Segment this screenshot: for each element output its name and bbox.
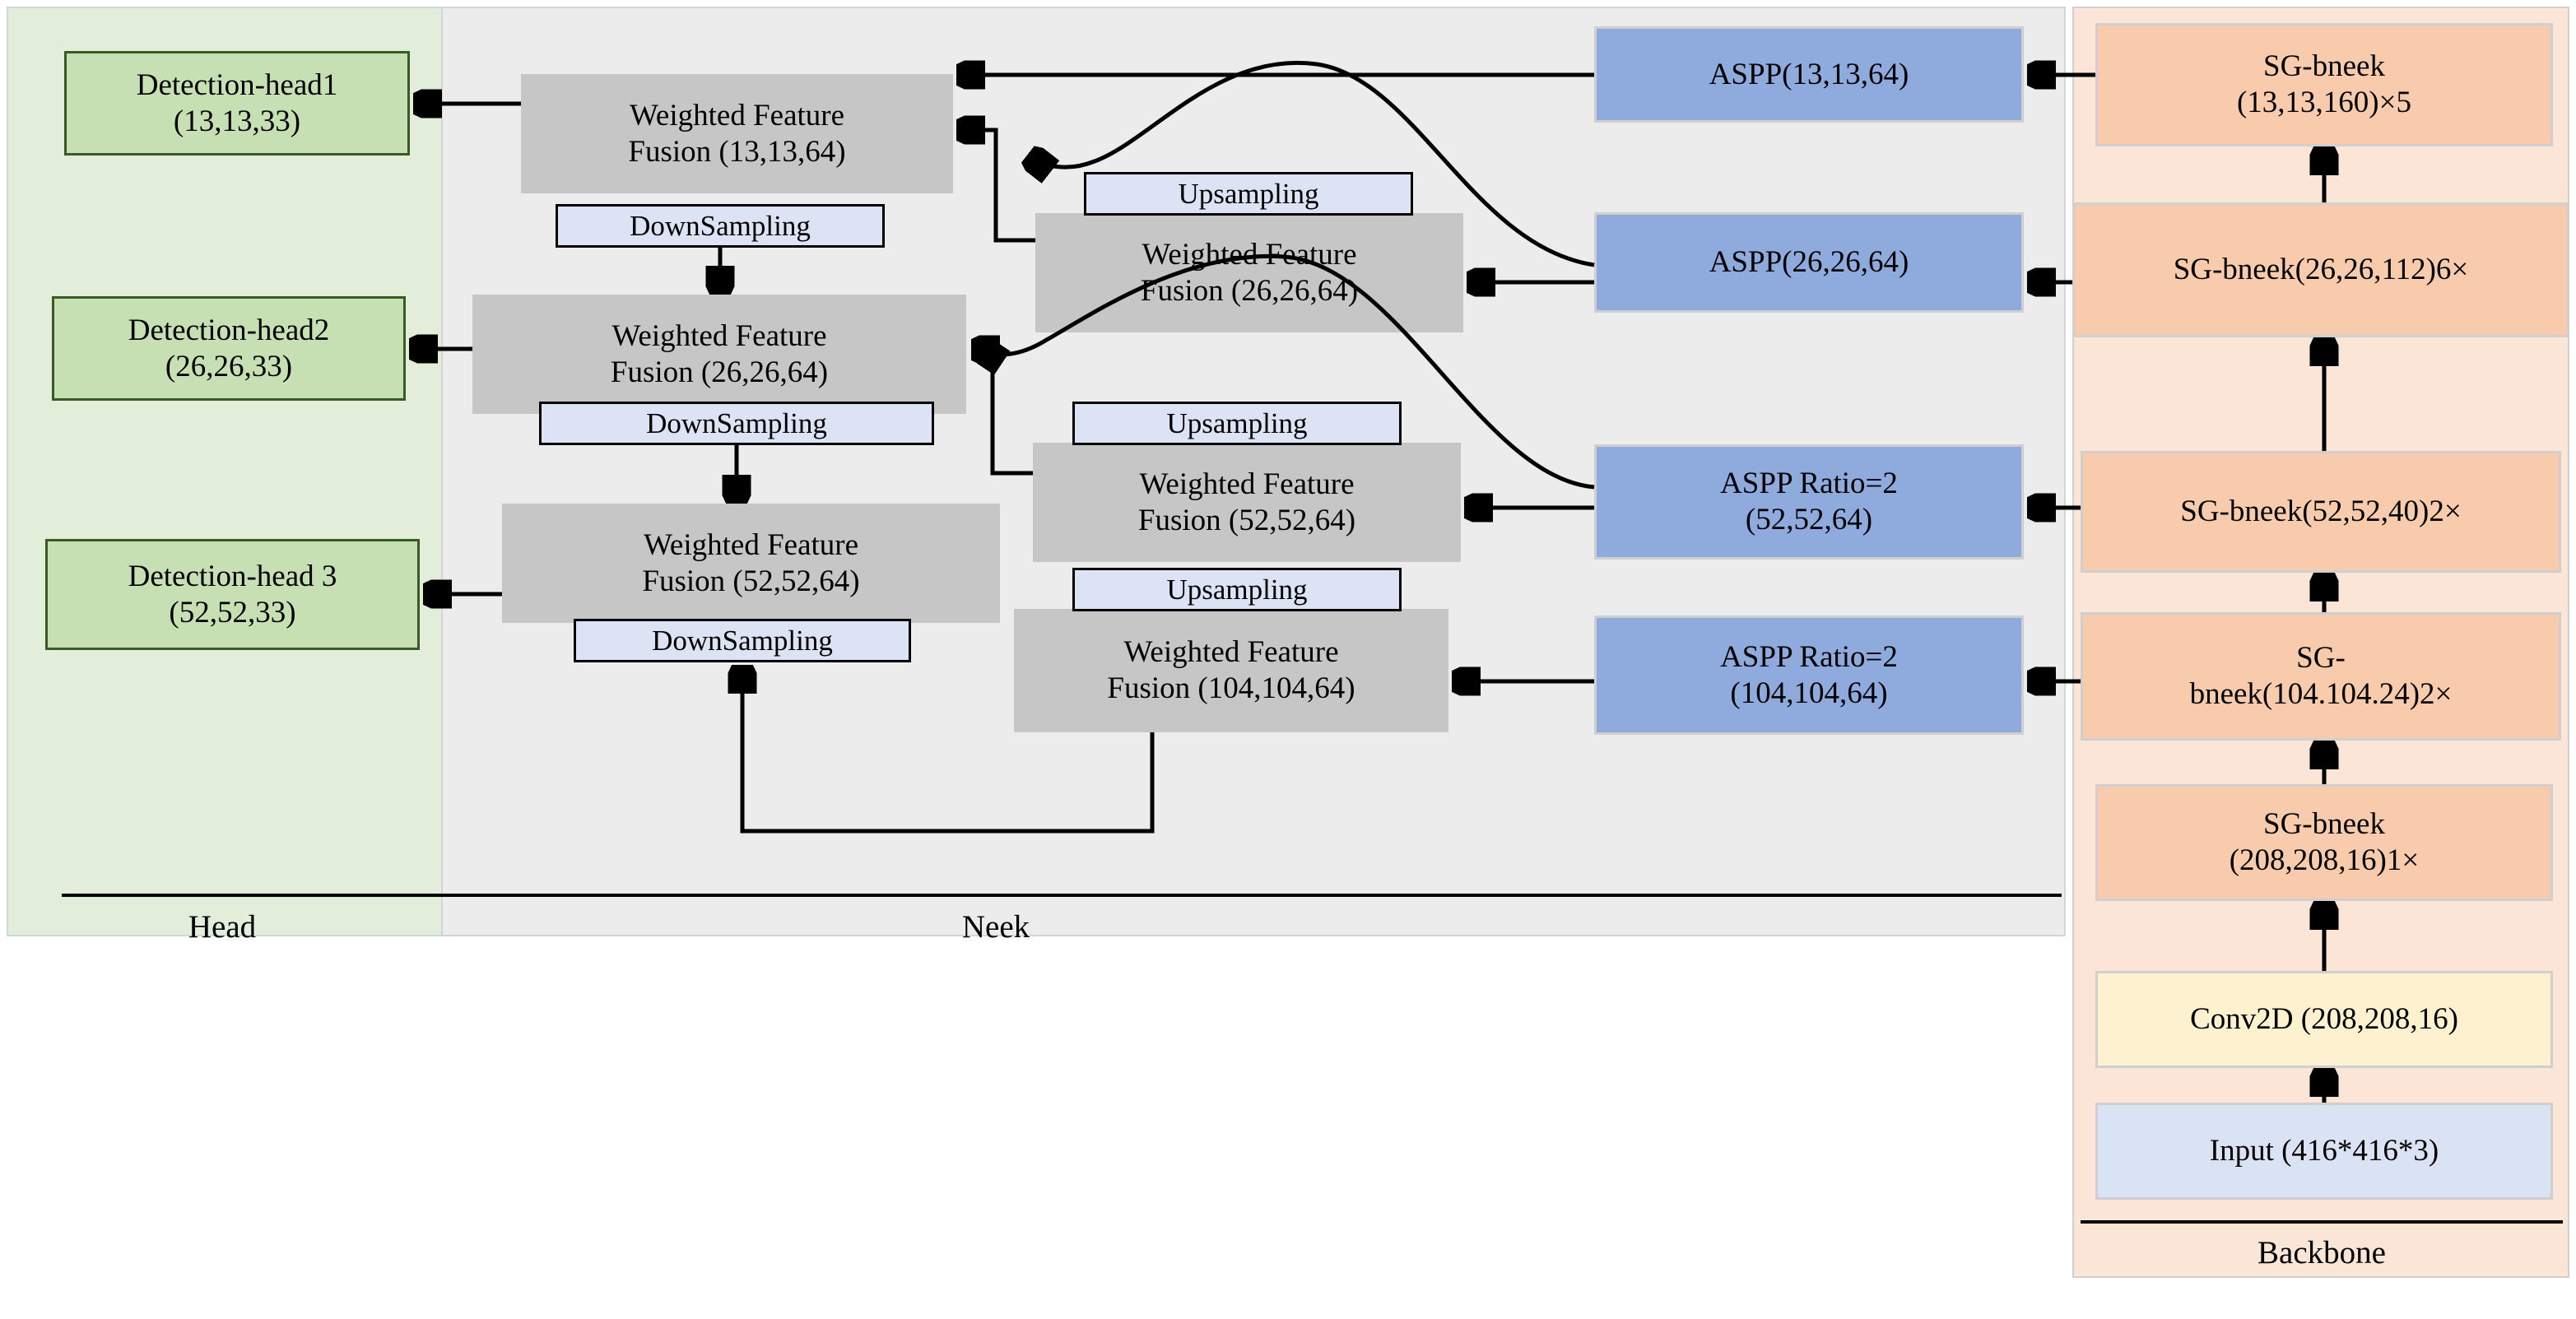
detection-head2-line2: (26,26,33) (165, 349, 293, 383)
aspp-13-line1: ASPP(13,13,64) (1709, 57, 1909, 91)
wff-26r-line1: Weighted Feature (1142, 237, 1357, 272)
downsampling-2-label: DownSampling (646, 406, 827, 439)
aspp-104-box[interactable]: ASPP Ratio=2 (104,104,64) (1594, 615, 2024, 735)
backbone-caption: Backbone (2257, 1235, 2386, 1270)
conv2d-box[interactable]: Conv2D (208,208,16) (2095, 971, 2553, 1068)
wff-104r-line2: Fusion (104,104,64) (1107, 671, 1355, 705)
downsampling-2-box[interactable]: DownSampling (539, 402, 934, 445)
detection-head1-line2: (13,13,33) (173, 104, 301, 138)
upsampling-1-label: Upsampling (1178, 177, 1319, 210)
aspp-26-line1: ASPP(26,26,64) (1709, 245, 1909, 280)
upsampling-1-box[interactable]: Upsampling (1084, 172, 1413, 216)
upsampling-2-label: Upsampling (1166, 406, 1308, 439)
detection-head2-line1: Detection-head2 (128, 313, 330, 347)
detection-head1-line1: Detection-head1 (136, 67, 338, 102)
sg-bneek-104-line1: SG- (2296, 641, 2346, 676)
wff-52r-box[interactable]: Weighted Feature Fusion (52,52,64) (1033, 443, 1461, 562)
conv2d-line1: Conv2D (208,208,16) (2190, 1002, 2458, 1037)
detection-head1-box[interactable]: Detection-head1 (13,13,33) (64, 51, 410, 156)
downsampling-1-label: DownSampling (630, 209, 811, 242)
detection-head2-box[interactable]: Detection-head2 (26,26,33) (52, 296, 406, 401)
sg-bneek-26-box[interactable]: SG-bneek(26,26,112)6× (2072, 202, 2569, 337)
aspp-52-line1: ASPP Ratio=2 (1720, 467, 1898, 501)
neek-caption: Neek (961, 909, 1030, 945)
head-neek-divider (62, 894, 2062, 897)
input-box[interactable]: Input (416*416*3) (2095, 1103, 2553, 1200)
wff-13-line2: Fusion (13,13,64) (628, 134, 846, 169)
detection-head3-line1: Detection-head 3 (128, 559, 337, 593)
aspp-104-line2: (104,104,64) (1730, 676, 1888, 710)
sg-bneek-26-line1: SG-bneek(26,26,112)6× (2173, 253, 2469, 287)
aspp-104-line1: ASPP Ratio=2 (1720, 639, 1898, 674)
wff-52l-line2: Fusion (52,52,64) (642, 564, 860, 598)
wff-52l-line1: Weighted Feature (643, 527, 859, 562)
aspp-52-box[interactable]: ASPP Ratio=2 (52,52,64) (1594, 444, 2024, 560)
upsampling-3-label: Upsampling (1166, 573, 1308, 606)
wff-26l-box[interactable]: Weighted Feature Fusion (26,26,64) (472, 295, 966, 414)
input-line1: Input (416*416*3) (2209, 1134, 2439, 1168)
sg-bneek-208-line2: (208,208,16)1× (2229, 843, 2420, 877)
detection-head3-line2: (52,52,33) (169, 595, 296, 629)
wff-104r-box[interactable]: Weighted Feature Fusion (104,104,64) (1014, 609, 1448, 732)
aspp-52-line2: (52,52,64) (1745, 503, 1873, 536)
sg-bneek-208-box[interactable]: SG-bneek (208,208,16)1× (2095, 784, 2553, 901)
wff-52r-line1: Weighted Feature (1139, 467, 1355, 501)
detection-head3-box[interactable]: Detection-head 3 (52,52,33) (45, 539, 420, 650)
sg-bneek-104-box[interactable]: SG- bneek(104.104.24)2× (2081, 612, 2561, 741)
downsampling-1-box[interactable]: DownSampling (556, 204, 885, 248)
sg-bneek-13-line2: (13,13,160)×5 (2236, 86, 2411, 119)
sg-bneek-208-line1: SG-bneek (2263, 807, 2385, 842)
wff-52r-line2: Fusion (52,52,64) (1137, 503, 1356, 537)
wff-26l-line1: Weighted Feature (611, 318, 827, 353)
aspp-26-box[interactable]: ASPP(26,26,64) (1594, 212, 2024, 313)
aspp-13-box[interactable]: ASPP(13,13,64) (1594, 26, 2024, 123)
backbone-divider (2081, 1220, 2563, 1224)
upsampling-2-box[interactable]: Upsampling (1072, 402, 1402, 445)
sg-bneek-52-line1: SG-bneek(52,52,40)2× (2180, 495, 2462, 529)
wff-13-box[interactable]: Weighted Feature Fusion (13,13,64) (521, 74, 953, 193)
sg-bneek-52-box[interactable]: SG-bneek(52,52,40)2× (2081, 451, 2561, 573)
upsampling-3-box[interactable]: Upsampling (1072, 568, 1402, 611)
sg-bneek-13-line1: SG-bneek (2263, 49, 2385, 84)
downsampling-3-box[interactable]: DownSampling (574, 619, 911, 662)
head-caption: Head (188, 909, 257, 945)
sg-bneek-104-line2: bneek(104.104.24)2× (2189, 677, 2453, 711)
wff-26r-box[interactable]: Weighted Feature Fusion (26,26,64) (1035, 213, 1463, 332)
wff-52l-box[interactable]: Weighted Feature Fusion (52,52,64) (502, 504, 1000, 623)
wff-26r-line2: Fusion (26,26,64) (1140, 273, 1359, 308)
wff-104r-line1: Weighted Feature (1123, 635, 1339, 670)
wff-26l-line2: Fusion (26,26,64) (610, 355, 829, 389)
wff-13-line1: Weighted Feature (629, 98, 845, 132)
head-panel (7, 7, 443, 936)
sg-bneek-13-box[interactable]: SG-bneek (13,13,160)×5 (2095, 23, 2553, 146)
downsampling-3-label: DownSampling (652, 624, 833, 657)
